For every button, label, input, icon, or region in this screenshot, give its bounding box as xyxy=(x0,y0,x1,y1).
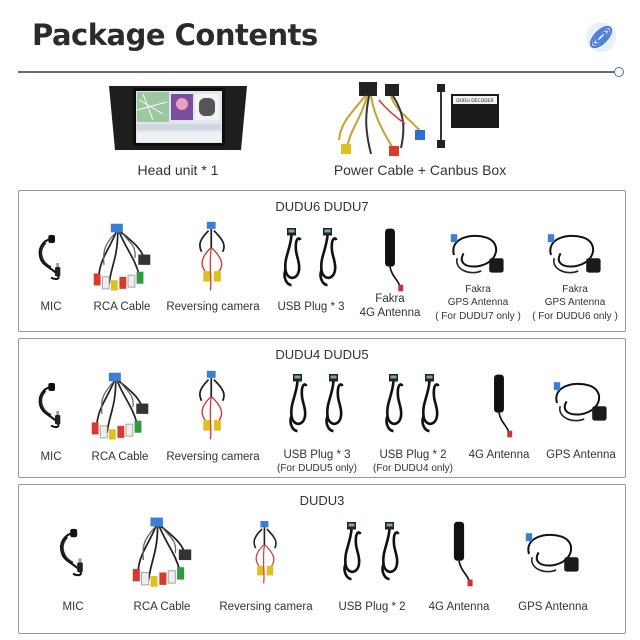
panel-title: DUDU3 xyxy=(299,493,345,508)
head-unit-icon xyxy=(109,86,247,150)
header-divider xyxy=(18,71,618,73)
accessory-item: GPS Antenna xyxy=(539,369,623,474)
canbus-box-text: DUDU DECODER xyxy=(456,98,493,104)
accessory-item: Fakra GPS Antenna ( For DUDU7 only ) xyxy=(429,221,527,326)
accessory-label: Fakra xyxy=(375,293,405,305)
accessory-item: MIC xyxy=(23,369,79,474)
accessory-item: Reversing camera xyxy=(211,511,321,629)
accessory-item: GPS Antenna xyxy=(511,511,595,629)
accessory-label: 4G Antenna xyxy=(468,449,530,461)
accessory-item: RCA Cable xyxy=(81,221,163,326)
power-cable-item: DUDU DECODER Power Cable + Canbus Box xyxy=(320,80,520,185)
accessory-item: USB Plug * 3 (For DUDU5 only) xyxy=(269,369,365,474)
accessory-label-2: GPS Antenna xyxy=(544,297,606,308)
accessory-label: MIC xyxy=(40,301,62,313)
head-unit-item: Head unit * 1 xyxy=(98,80,258,185)
accessory-item: USB Plug * 3 xyxy=(269,221,353,326)
accessory-label: GPS Antenna xyxy=(518,601,588,613)
accessory-item: USB Plug * 2 (For DUDU4 only) xyxy=(365,369,461,474)
accessory-label-2: GPS Antenna xyxy=(447,297,509,308)
accessory-label: USB Plug * 3 xyxy=(283,449,351,461)
accessory-item: 4G Antenna xyxy=(419,511,499,629)
accessory-label: Reversing camera xyxy=(166,451,260,463)
accessory-label: RCA Cable xyxy=(93,301,151,313)
accessory-note: (For DUDU5 only) xyxy=(276,463,357,474)
accessory-label: 4G Antenna xyxy=(428,601,490,613)
accessory-note: ( For DUDU7 only ) xyxy=(435,311,521,322)
accessory-item: RCA Cable xyxy=(79,369,161,474)
accessory-label: GPS Antenna xyxy=(546,449,616,461)
accessory-label-2: 4G Antenna xyxy=(359,307,421,319)
accessory-label: USB Plug * 2 xyxy=(379,449,447,461)
accessory-label: RCA Cable xyxy=(133,601,191,613)
panel-dudu3: DUDU3 MIC RCA Cable Reversing camera USB… xyxy=(18,484,626,634)
accessory-note: ( For DUDU6 only ) xyxy=(532,311,618,322)
panel-title: DUDU4 DUDU5 xyxy=(275,347,369,362)
head-unit-label: Head unit * 1 xyxy=(137,162,219,178)
accessory-item: MIC xyxy=(33,511,113,629)
accessory-item: USB Plug * 2 xyxy=(329,511,415,629)
accessory-item: RCA Cable xyxy=(117,511,207,629)
accessory-label: USB Plug * 3 xyxy=(277,301,345,313)
power-cable-label: Power Cable + Canbus Box xyxy=(333,162,507,178)
panel-dudu6-dudu7: DUDU6 DUDU7 MIC RCA Cable Reversing came… xyxy=(18,190,626,332)
accessory-item: Fakra GPS Antenna ( For DUDU6 only ) xyxy=(527,221,623,326)
divider-end-dot xyxy=(614,67,624,77)
accessory-label: MIC xyxy=(40,451,62,463)
accessory-label: Reversing camera xyxy=(166,301,260,313)
page-title: Package Contents xyxy=(32,18,318,52)
accessory-label: Fakra xyxy=(562,284,588,295)
power-cable-icon: DUDU DECODER xyxy=(338,82,499,156)
accessory-item: Fakra 4G Antenna xyxy=(353,221,427,326)
panel-dudu4-dudu5: DUDU4 DUDU5 MIC RCA Cable Reversing came… xyxy=(18,338,626,478)
accessory-item: Reversing camera xyxy=(161,221,265,326)
accessory-label: Reversing camera xyxy=(219,601,313,613)
brand-logo-icon xyxy=(584,20,618,54)
accessory-label: MIC xyxy=(62,601,84,613)
accessory-label: Fakra xyxy=(465,284,491,295)
accessory-note: (For DUDU4 only) xyxy=(372,463,453,474)
panel-title: DUDU6 DUDU7 xyxy=(275,199,369,214)
accessory-label: USB Plug * 2 xyxy=(338,601,406,613)
accessory-item: 4G Antenna xyxy=(459,369,539,474)
accessory-item: Reversing camera xyxy=(161,369,265,474)
accessory-item: MIC xyxy=(23,221,79,326)
accessory-label: RCA Cable xyxy=(91,451,149,463)
